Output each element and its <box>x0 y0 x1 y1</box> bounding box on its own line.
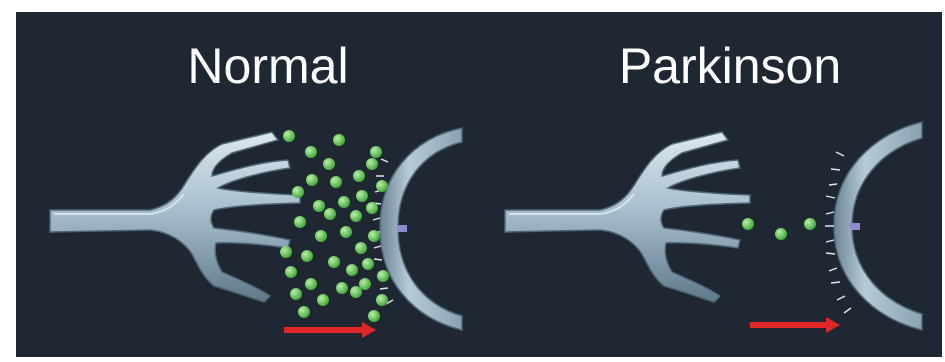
vesicle-icon <box>377 270 389 282</box>
vesicle-icon <box>283 130 295 142</box>
vesicle-icon <box>285 266 297 278</box>
vesicle-icon <box>742 218 754 230</box>
vesicle-icon <box>290 288 302 300</box>
vesicle-icon <box>368 310 380 322</box>
vesicle-icon <box>804 218 816 230</box>
vesicle-icon <box>333 134 345 146</box>
receptor <box>397 225 407 232</box>
vesicle-icon <box>340 226 352 238</box>
vesicle-icon <box>301 250 313 262</box>
vesicle-icon <box>355 242 367 254</box>
vesicle-icon <box>336 282 348 294</box>
vesicle-icon <box>294 216 306 228</box>
vesicle-icon <box>298 306 310 318</box>
vesicle-icon <box>324 208 336 220</box>
vesicle-icon <box>313 200 325 212</box>
vesicle-icon <box>338 196 350 208</box>
vesicle-icon <box>280 246 292 258</box>
panel-title-normal: Normal <box>187 38 348 94</box>
vesicle-icon <box>376 180 388 192</box>
vesicle-icon <box>346 264 358 276</box>
vesicle-icon <box>366 158 378 170</box>
vesicle-icon <box>330 176 342 188</box>
vesicle-icon <box>366 202 378 214</box>
vesicle-icon <box>328 256 340 268</box>
vesicle-icon <box>350 286 362 298</box>
vesicle-icon <box>350 210 362 222</box>
vesicle-icon <box>305 278 317 290</box>
vesicle-icon <box>359 278 371 290</box>
vesicle-icon <box>317 294 329 306</box>
vesicle-icon <box>306 174 318 186</box>
vesicle-icon <box>356 190 368 202</box>
vesicle-icon <box>305 146 317 158</box>
panel-title-parkinson: Parkinson <box>619 38 841 94</box>
vesicle-icon <box>362 258 374 270</box>
vesicle-icon <box>368 230 380 242</box>
vesicle-icon <box>315 230 327 242</box>
vesicle-icon <box>370 146 382 158</box>
vesicle-icon <box>376 294 388 306</box>
vesicle-icon <box>353 170 365 182</box>
vesicle-icon <box>292 186 304 198</box>
vesicle-icon <box>323 158 335 170</box>
receptor <box>850 223 860 230</box>
vesicle-icon <box>775 228 787 240</box>
